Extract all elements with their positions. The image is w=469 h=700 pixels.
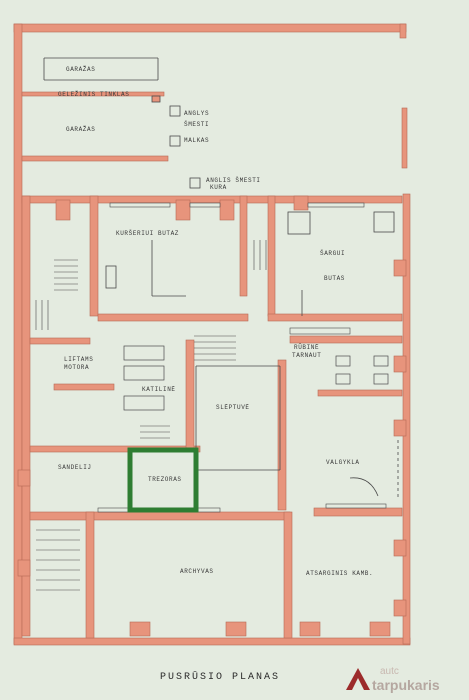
label-kurseriui-butas: KURŠERIUI BUTAZ [116, 230, 179, 237]
inner-walls [17, 195, 407, 639]
watermark-logo: autc tarpukaris [346, 666, 440, 693]
label-valgykla: VALGYKLA [326, 459, 360, 466]
label-anglys: ANGLYS [184, 110, 209, 117]
label-garazas-mid: GARAŽAS [66, 126, 95, 133]
stairs [35, 240, 267, 591]
partitions [105, 211, 399, 500]
label-garazas-top: GARAŽAS [66, 66, 95, 73]
plan-title: PUSRŪSIO PLANAS [160, 670, 280, 683]
watermark-main: tarpukaris [372, 677, 440, 693]
vault-wall [127, 447, 199, 513]
label-liftams: LIFTAMS [64, 356, 93, 363]
label-anglis-smesti: ANGLIS ŠMESTI [206, 177, 261, 184]
label-sandeliai: SANDELIJ [58, 464, 92, 471]
label-rubine: RŪBINĖ [294, 344, 319, 351]
label-motora: MOTORA [64, 364, 89, 371]
label-sargui: ŠARGUI [320, 250, 345, 257]
watermark-top: autc [380, 666, 399, 677]
label-sargui-butas: BUTAS [324, 275, 345, 282]
label-malkas: MALKAS [184, 137, 209, 144]
label-sleptuve: SLĖPTUVĖ [216, 404, 250, 411]
label-anglys-sub: ŠMESTI [184, 121, 209, 128]
outer-walls [13, 23, 411, 646]
boilers [123, 345, 389, 411]
label-tarnaut: TARNAUT [292, 352, 321, 359]
label-gelezinis-tinklas: GELEŽINIS TINKLAS [58, 91, 129, 98]
label-archyvas: ARCHYVAS [180, 568, 214, 575]
label-atsarginis: ATSARGINIS KAMB. [306, 570, 373, 577]
label-anglis-kura: KURA [210, 184, 227, 191]
garage-lines [43, 57, 201, 189]
label-katiline: KATILINĖ [142, 386, 176, 393]
label-trezoras: TREZORAS [148, 476, 182, 483]
